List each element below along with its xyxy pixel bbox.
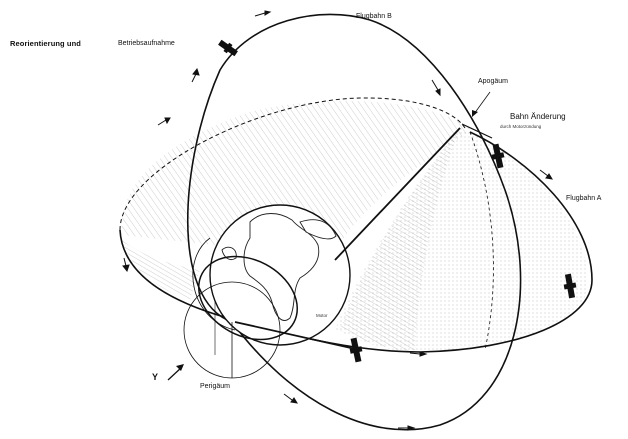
y-axis-arrow-head [176,364,184,371]
earth-small-label: Motor [316,314,328,319]
perigee-label: Perigäum [200,383,230,390]
orbit-change-label: Bahn Änderung [510,113,566,121]
y-axis-label: Y [152,373,158,382]
reorientation-label: Reorientierung und [10,40,81,48]
apogee-pointer-head [472,110,478,117]
orbit-change-sub-label: durch Motorzündung [500,125,541,130]
apogee-pointer [474,92,490,114]
satellite-icon [217,38,239,58]
apogee-label: Apogäum [478,78,508,85]
operation-start-label: Betriebsaufnahme [118,40,175,47]
trajectory-a-label: Flugbahn A [566,195,601,202]
trajectory-b-label: Flugbahn B [356,13,392,20]
